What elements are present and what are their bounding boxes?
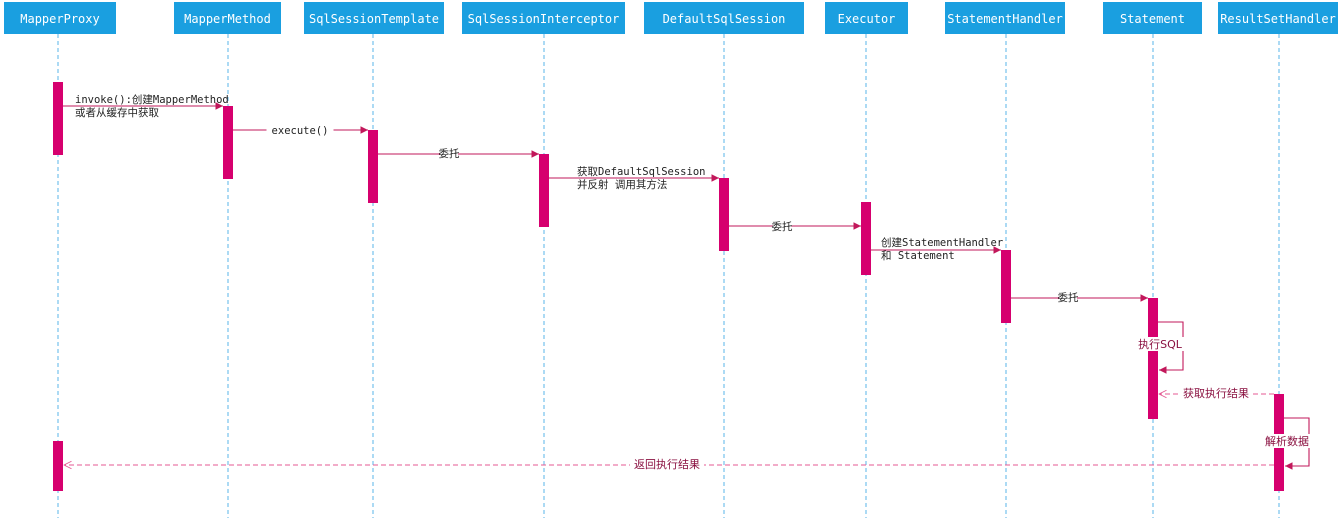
message-9: 获取执行结果 [1159, 386, 1274, 400]
message-2: execute() [233, 125, 368, 137]
lifeline-header-label: MapperProxy [20, 12, 99, 26]
activation-bar-statement [1148, 298, 1158, 419]
lifeline-header-mapper-proxy: MapperProxy [4, 2, 116, 34]
activation-bar-sql-session-interceptor [539, 154, 549, 227]
lifeline-header-label: DefaultSqlSession [663, 12, 786, 26]
activation-bar-default-sql-session [719, 178, 729, 251]
lifeline-header-mapper-method: MapperMethod [174, 2, 281, 34]
activation-bar-mapper-method [223, 106, 233, 179]
lifeline-header-label: Statement [1120, 12, 1185, 26]
message-8: 执行SQL [1137, 321, 1185, 374]
self-message-label: 解析数据 [1265, 434, 1309, 448]
activation-bar-mapper-proxy [53, 82, 63, 155]
lifeline-header-label: ResultSetHandler [1220, 12, 1336, 26]
lifeline-header-result-set-handler: ResultSetHandler [1218, 2, 1338, 34]
activation-bar-mapper-proxy [53, 441, 63, 491]
lifeline-header-label: MapperMethod [184, 12, 271, 26]
message-label: 委托 [439, 147, 460, 160]
return-label-bg [1180, 386, 1252, 400]
lifeline-header-box [644, 2, 804, 34]
lifeline-header-sql-session-template: SqlSessionTemplate [304, 2, 444, 34]
message-label: execute() [272, 125, 329, 137]
message-label: 委托 [772, 220, 793, 233]
message-label-bg [266, 125, 334, 137]
lifeline-header-executor: Executor [825, 2, 908, 34]
self-message-label-bg [1137, 337, 1185, 351]
message-label: 获取DefaultSqlSession [577, 166, 705, 178]
message-label-bg [773, 221, 791, 233]
return-label: 返回执行结果 [634, 457, 700, 471]
lifeline-header-statement: Statement [1103, 2, 1202, 34]
self-message-label: 执行SQL [1138, 337, 1183, 351]
lifeline-header-box [4, 2, 116, 34]
lifeline-header-label: Executor [838, 12, 896, 26]
message-label: 或者从缓存中获取 [75, 106, 159, 119]
message-label: 创建StatementHandler [881, 236, 1003, 249]
lifeline-header-box [174, 2, 281, 34]
return-label-bg [630, 457, 704, 471]
message-3: 委托 [378, 147, 539, 160]
lifeline-header-label: SqlSessionInterceptor [468, 12, 620, 26]
lifeline-header-sql-session-interceptor: SqlSessionInterceptor [462, 2, 625, 34]
message-label: invoke():创建MapperMethod [75, 93, 229, 106]
message-7: 委托 [1011, 291, 1148, 304]
lifeline-header-box [1218, 2, 1338, 34]
message-label: 和 Statement [881, 250, 955, 262]
self-message-label-bg [1261, 434, 1315, 448]
lifeline-header-label: SqlSessionTemplate [309, 12, 439, 26]
message-10: 解析数据 [1261, 417, 1315, 470]
lifeline-header-box [1103, 2, 1202, 34]
lifeline-header-default-sql-session: DefaultSqlSession [644, 2, 804, 34]
activation-bar-executor [861, 202, 871, 275]
activation-bar-statement-handler [1001, 250, 1011, 323]
lifeline-header-box [304, 2, 444, 34]
activation-bar-sql-session-template [368, 130, 378, 203]
message-label: 并反射 调用其方法 [577, 178, 667, 191]
lifeline-header-box [945, 2, 1065, 34]
message-6: 创建StatementHandler 和 Statement [871, 236, 1003, 262]
message-5: 委托 [729, 220, 861, 233]
lifeline-header-box [825, 2, 908, 34]
lifeline-header-box [462, 2, 625, 34]
return-label: 获取执行结果 [1183, 386, 1249, 400]
message-label-bg [1059, 292, 1077, 304]
message-label-bg [440, 148, 458, 160]
message-11: 返回执行结果 [64, 457, 1274, 471]
lifeline-header-label: StatementHandler [947, 12, 1063, 26]
lifeline-header-statement-handler: StatementHandler [945, 2, 1065, 34]
message-label: 委托 [1058, 291, 1080, 304]
